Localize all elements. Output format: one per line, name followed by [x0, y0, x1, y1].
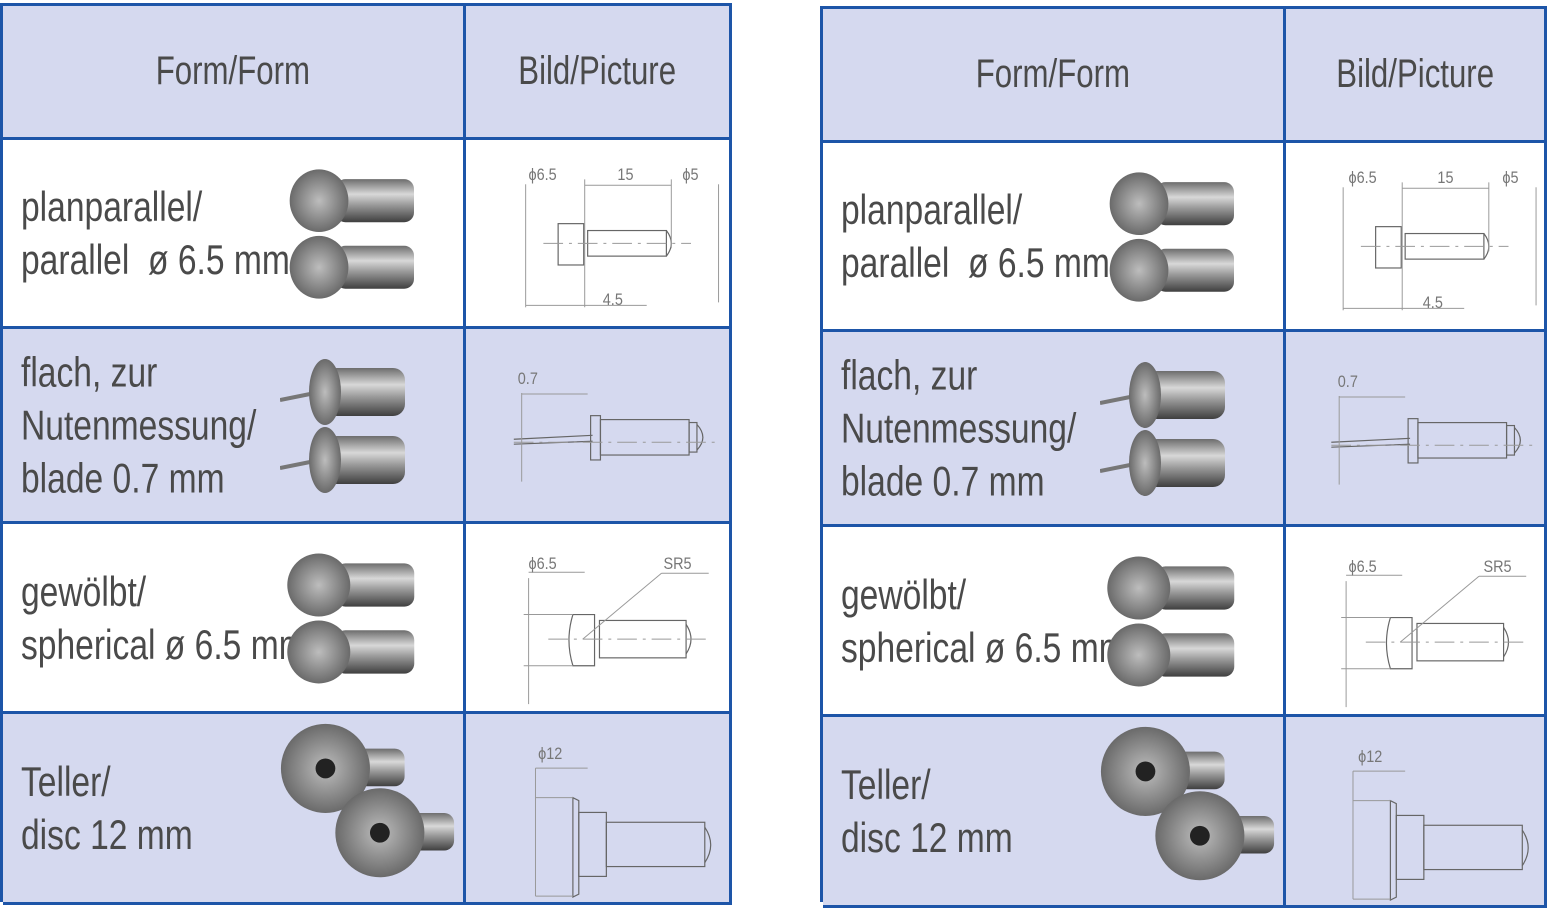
- technical-drawing-disc: [466, 714, 729, 902]
- dimension-label: ϕ6.5: [1348, 168, 1377, 187]
- header-form-cell: Form/Form: [3, 6, 466, 137]
- form-description: planparallel/parallel ø 6.5 mm: [21, 180, 290, 286]
- anvil-photo-blade: [1100, 332, 1275, 524]
- table-header-row: Form/Form Bild/Picture: [3, 6, 732, 140]
- dimension-label: ϕ12: [538, 744, 563, 763]
- technical-drawing-parallel: [1286, 143, 1544, 329]
- form-text-line: spherical ø 6.5 mm: [21, 620, 307, 668]
- form-description: planparallel/parallel ø 6.5 mm: [841, 183, 1110, 289]
- dimension-label: 15: [1437, 168, 1454, 187]
- dimension-label: 15: [617, 165, 634, 184]
- dimension-label: 0.7: [517, 369, 538, 388]
- anvil-photo-spherical: [1100, 527, 1275, 714]
- form-text-line: parallel ø 6.5 mm: [841, 239, 1110, 286]
- picture-cell: 0.7: [1286, 332, 1547, 524]
- form-text-line: planparallel/: [21, 183, 203, 230]
- anvil-photo-parallel: [1100, 143, 1275, 329]
- table-row-parallel: planparallel/parallel ø 6.5 mm ϕ6.5 15 ϕ5 4…: [3, 140, 732, 329]
- form-text-line: planparallel/: [841, 186, 1023, 233]
- form-text-line: blade 0.7 mm: [21, 454, 225, 502]
- header-form-label: Form/Form: [975, 52, 1131, 96]
- header-picture-label: Bild/Picture: [518, 49, 677, 93]
- dimension-label: ϕ6.5: [528, 554, 557, 573]
- form-cell: planparallel/parallel ø 6.5 mm: [823, 143, 1286, 329]
- picture-cell: ϕ6.5 15 ϕ5 4.5: [1286, 143, 1547, 329]
- anvil-photo-spherical: [280, 524, 455, 711]
- picture-cell: ϕ6.5 15 ϕ5 4.5: [466, 140, 732, 326]
- picture-cell: ϕ12: [466, 714, 732, 902]
- form-text-line: gewölbt/: [841, 570, 967, 618]
- header-picture-cell: Bild/Picture: [466, 6, 732, 137]
- dimension-label: SR5: [663, 554, 692, 573]
- form-text-line: Nutenmessung/: [841, 404, 1077, 452]
- table-row-spherical: gewölbt/spherical ø 6.5 mm ϕ6.5 SR5: [3, 524, 732, 714]
- anvil-photo-parallel: [280, 140, 455, 326]
- header-picture-label: Bild/Picture: [1336, 52, 1494, 96]
- form-cell: gewölbt/spherical ø 6.5 mm: [3, 524, 466, 711]
- header-picture-cell: Bild/Picture: [1286, 9, 1547, 140]
- dimension-label: ϕ5: [682, 165, 699, 184]
- anvil-table-left: Form/Form Bild/Picture planparallel/para…: [0, 3, 732, 905]
- anvil-photo-blade: [280, 329, 455, 521]
- form-cell: Teller/disc 12 mm: [3, 714, 466, 902]
- technical-drawing-spherical: [1286, 527, 1544, 714]
- anvil-table-right: Form/Form Bild/Picture planparallel/para…: [820, 6, 1547, 908]
- technical-drawing-spherical: [466, 524, 729, 711]
- form-text-line: spherical ø 6.5 mm: [841, 623, 1127, 671]
- dimension-label: 4.5: [602, 290, 623, 309]
- form-text-line: Teller/: [21, 758, 111, 805]
- form-text-line: disc 12 mm: [841, 814, 1013, 861]
- picture-cell: ϕ12: [1286, 717, 1547, 905]
- dimension-label: ϕ12: [1358, 747, 1383, 766]
- dimension-label: 4.5: [1422, 293, 1443, 312]
- form-text-line: flach, zur: [21, 348, 158, 396]
- form-text-line: blade 0.7 mm: [841, 457, 1045, 505]
- form-description: gewölbt/spherical ø 6.5 mm: [21, 565, 307, 671]
- form-text-line: gewölbt/: [21, 567, 147, 615]
- form-description: Teller/disc 12 mm: [21, 755, 193, 861]
- form-text-line: Nutenmessung/: [21, 401, 257, 449]
- form-cell: planparallel/parallel ø 6.5 mm: [3, 140, 466, 326]
- table-header-row: Form/Form Bild/Picture: [823, 9, 1547, 143]
- technical-drawing-blade: [1286, 332, 1544, 524]
- form-text-line: disc 12 mm: [21, 811, 193, 858]
- picture-cell: ϕ6.5 SR5: [1286, 527, 1547, 714]
- header-form-cell: Form/Form: [823, 9, 1286, 140]
- picture-cell: 0.7: [466, 329, 732, 521]
- form-cell: Teller/disc 12 mm: [823, 717, 1286, 905]
- header-form-label: Form/Form: [155, 49, 311, 93]
- table-row-disc: Teller/disc 12 mm ϕ12: [823, 717, 1547, 908]
- picture-cell: ϕ6.5 SR5: [466, 524, 732, 711]
- dimension-label: ϕ6.5: [1348, 557, 1377, 576]
- form-description: gewölbt/spherical ø 6.5 mm: [841, 568, 1127, 674]
- form-description: Teller/disc 12 mm: [841, 758, 1013, 864]
- form-text-line: parallel ø 6.5 mm: [21, 236, 290, 283]
- technical-drawing-blade: [466, 329, 729, 521]
- table-row-spherical: gewölbt/spherical ø 6.5 mm ϕ6.5 SR5: [823, 527, 1547, 717]
- dimension-label: SR5: [1483, 557, 1512, 576]
- anvil-photo-disc: [1100, 717, 1275, 905]
- dimension-label: ϕ5: [1502, 168, 1519, 187]
- form-text-line: Teller/: [841, 761, 931, 808]
- technical-drawing-disc: [1286, 717, 1544, 905]
- dimension-label: 0.7: [1337, 372, 1358, 391]
- table-row-disc: Teller/disc 12 mm ϕ12: [3, 714, 732, 905]
- form-text-line: flach, zur: [841, 351, 978, 399]
- dimension-label: ϕ6.5: [528, 165, 557, 184]
- table-row-parallel: planparallel/parallel ø 6.5 mm ϕ6.5 15 ϕ5 4…: [823, 143, 1547, 332]
- form-cell: gewölbt/spherical ø 6.5 mm: [823, 527, 1286, 714]
- anvil-photo-disc: [280, 714, 455, 902]
- technical-drawing-parallel: [466, 140, 729, 326]
